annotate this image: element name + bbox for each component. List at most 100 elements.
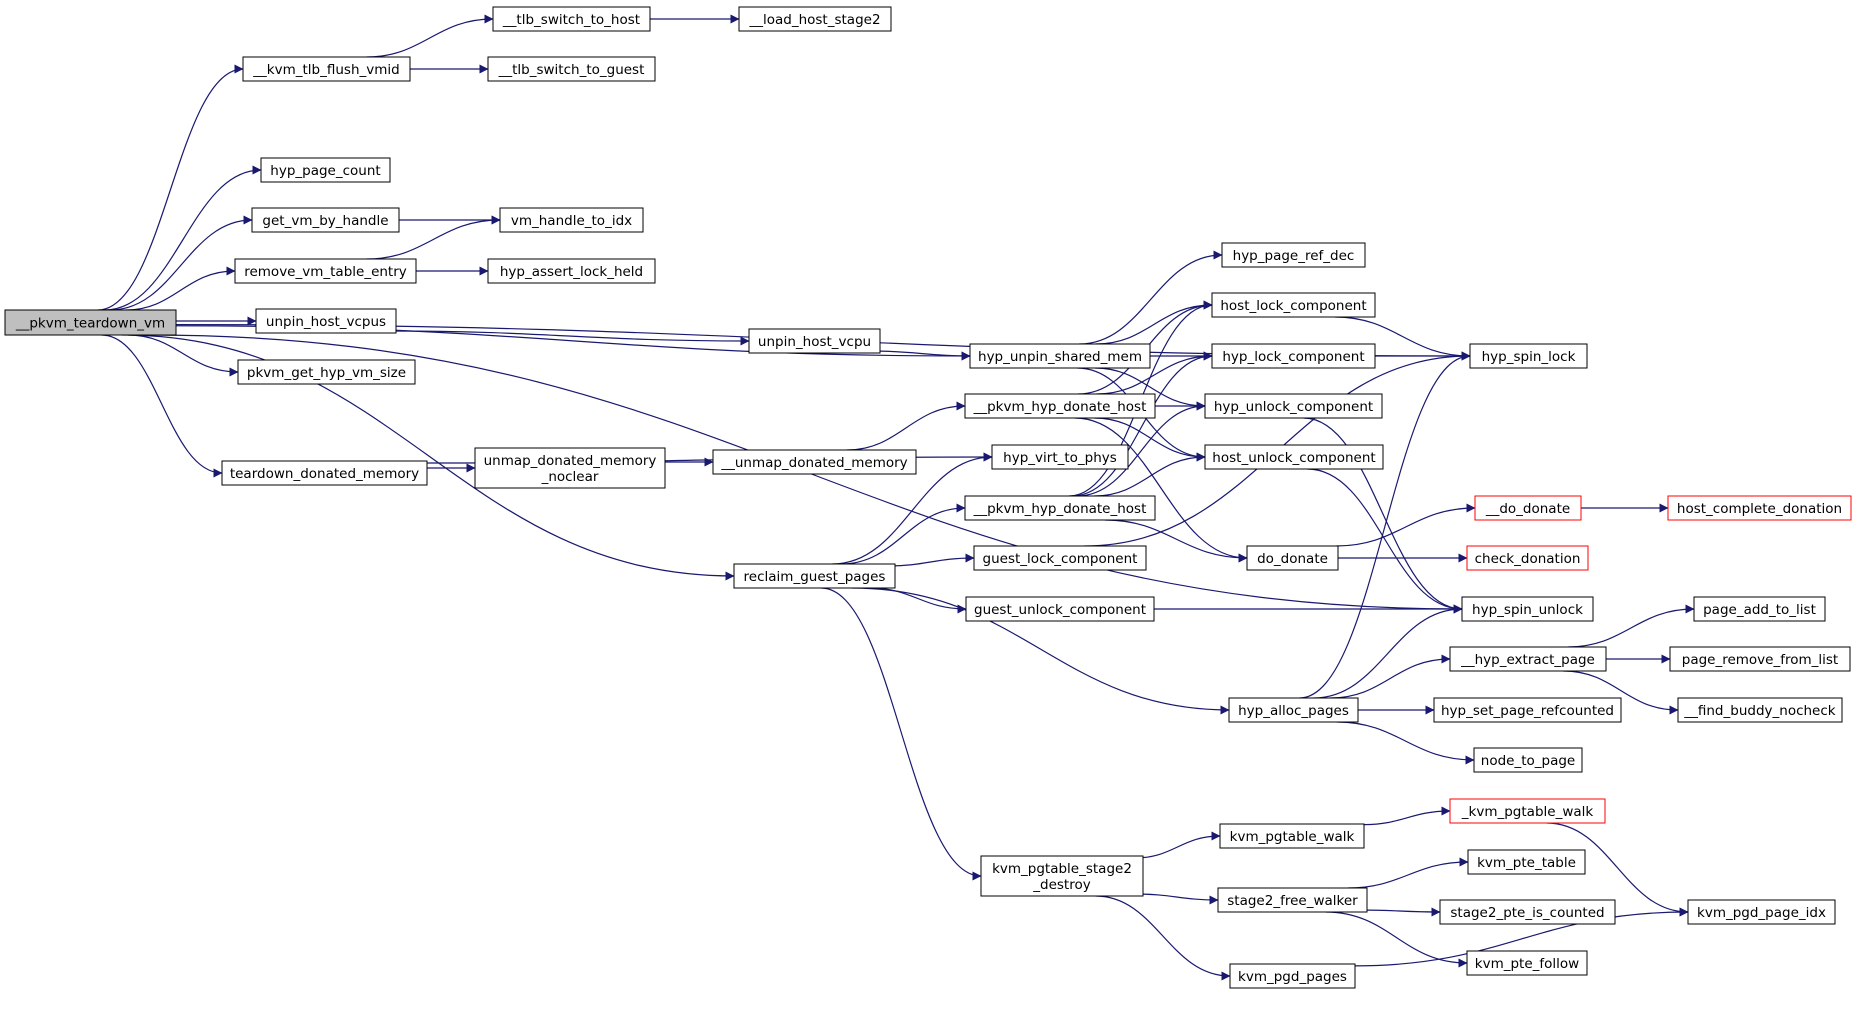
node-box: [1669, 646, 1851, 672]
node-node-to-page[interactable]: node_to_page: [1473, 747, 1583, 773]
call-edge-root-to-reclaim_guest_pages: [122, 334, 735, 581]
node-kvm-pte-follow[interactable]: kvm_pte_follow: [1466, 950, 1588, 976]
node-hyp-unpin-shared-mem[interactable]: hyp_unpin_shared_mem: [969, 343, 1151, 369]
call-edge-hyp_extract_page-to-find_buddy_nocheck: [1563, 670, 1679, 715]
node-box: [260, 157, 391, 183]
node-hyp-page-count[interactable]: hyp_page_count: [260, 157, 391, 183]
node-box: [1221, 242, 1366, 268]
node-box: [1466, 950, 1588, 976]
node-page-remove-from-list[interactable]: page_remove_from_list: [1669, 646, 1851, 672]
node-check-donation[interactable]: check_donation: [1466, 545, 1589, 571]
node-tlb-switch-to-host[interactable]: __tlb_switch_to_host: [492, 6, 651, 32]
node-host-lock-component[interactable]: host_lock_component: [1211, 292, 1376, 318]
node-teardown-donated-memory[interactable]: teardown_donated_memory: [221, 460, 428, 486]
node-pkvm-get-hyp-vm-size[interactable]: pkvm_get_hyp_vm_size: [237, 359, 416, 385]
node-box: [973, 545, 1147, 571]
node-label: __tlb_switch_to_host: [502, 12, 640, 28]
node-remove-vm-table-entry[interactable]: remove_vm_table_entry: [234, 258, 417, 284]
node-get-vm-by-handle[interactable]: get_vm_by_handle: [251, 207, 400, 233]
node--kvm-pgtable-walk[interactable]: _kvm_pgtable_walk: [1449, 798, 1606, 824]
node-hyp-spin-unlock[interactable]: hyp_spin_unlock: [1461, 596, 1594, 622]
node-label: page_remove_from_list: [1682, 652, 1838, 668]
call-edge-hyp_unlock_component-to-hyp_spin_unlock: [1303, 417, 1463, 614]
node-hyp-spin-lock[interactable]: hyp_spin_lock: [1469, 343, 1588, 369]
node-guest-lock-component[interactable]: guest_lock_component: [973, 545, 1147, 571]
node-hyp-unlock-component[interactable]: hyp_unlock_component: [1204, 393, 1383, 419]
node-label: page_add_to_list: [1703, 602, 1816, 618]
node-host-unlock-component[interactable]: host_unlock_component: [1204, 444, 1384, 470]
node-hyp-set-page-refcounted[interactable]: hyp_set_page_refcounted: [1433, 697, 1622, 723]
node-tlb-switch-to-guest[interactable]: __tlb_switch_to_guest: [487, 56, 656, 82]
node-kvm-pgd-page-idx[interactable]: kvm_pgd_page_idx: [1687, 899, 1836, 925]
node-hyp-page-ref-dec[interactable]: hyp_page_ref_dec: [1221, 242, 1366, 268]
node-hyp-lock-component[interactable]: hyp_lock_component: [1211, 343, 1376, 369]
node-box: [487, 258, 656, 284]
call-edge-hyp_alloc_pages-to-node_to_page: [1336, 721, 1475, 765]
node-unmap-donated-memory[interactable]: __unmap_donated_memory: [712, 449, 917, 475]
node-stage2-pte-is-counted[interactable]: stage2_pte_is_counted: [1439, 899, 1616, 925]
node-label: stage2_pte_is_counted: [1450, 905, 1604, 921]
node-label: vm_handle_to_idx: [511, 213, 632, 229]
node-guest-unlock-component[interactable]: guest_unlock_component: [965, 596, 1155, 622]
node-page-add-to-list[interactable]: page_add_to_list: [1693, 596, 1826, 622]
node-label: __pkvm_hyp_donate_host: [973, 399, 1147, 415]
call-edge-root-to-pkvm_get_hyp_vm_size: [127, 334, 239, 377]
node-kvm-tlb-flush-vmid[interactable]: __kvm_tlb_flush_vmid: [242, 56, 411, 82]
node-box: [1677, 697, 1843, 723]
node-hyp-virt-to-phys[interactable]: hyp_virt_to_phys: [991, 444, 1129, 470]
node-box: [251, 207, 400, 233]
node-label: hyp_virt_to_phys: [1003, 450, 1117, 466]
call-edge-unpin_host_vcpu-to-hyp_unpin_shared_mem: [871, 350, 971, 361]
node-label: __do_donate: [1485, 501, 1570, 517]
node---do-donate[interactable]: __do_donate: [1474, 495, 1582, 521]
node-label: hyp_page_count: [270, 163, 380, 179]
node-label: hyp_unpin_shared_mem: [978, 349, 1142, 365]
node-stage2-free-walker[interactable]: stage2_free_walker: [1217, 887, 1368, 913]
node-label: unpin_host_vcpu: [758, 334, 871, 350]
node-box: [1219, 823, 1365, 849]
node-load-host-stage2[interactable]: __load_host_stage2: [738, 6, 892, 32]
node-kvm-pgd-pages[interactable]: kvm_pgd_pages: [1229, 963, 1356, 989]
node-label: hyp_lock_component: [1222, 349, 1364, 365]
call-edge-root-to-get_vm_by_handle: [110, 215, 253, 311]
node-label: guest_lock_component: [983, 551, 1138, 567]
node-kvm-pgtable-walk[interactable]: kvm_pgtable_walk: [1219, 823, 1365, 849]
call-edge-do_donate-to-__do_donate: [1336, 503, 1476, 547]
node-label: hyp_alloc_pages: [1238, 703, 1349, 719]
node-unpin-host-vcpus[interactable]: unpin_host_vcpus: [255, 308, 397, 334]
node-box: [1461, 596, 1594, 622]
node-vm-handle-to-idx[interactable]: vm_handle_to_idx: [499, 207, 644, 233]
node-box: [474, 447, 666, 489]
node-box: [965, 596, 1155, 622]
node-kvm-pgtable-stage2-destroy[interactable]: kvm_pgtable_stage2_destroy: [980, 855, 1144, 897]
node-label: hyp_set_page_refcounted: [1441, 703, 1614, 719]
node-hyp-extract-page[interactable]: __hyp_extract_page: [1449, 646, 1607, 672]
node-hyp-alloc-pages[interactable]: hyp_alloc_pages: [1228, 697, 1359, 723]
node-pkvm-hyp-donate-host-2[interactable]: __pkvm_hyp_donate_host: [964, 495, 1156, 521]
node-box: [1473, 747, 1583, 773]
node-box: [1466, 545, 1589, 571]
node-host-complete-donation[interactable]: host_complete_donation: [1667, 495, 1852, 521]
node-find-buddy-nocheck[interactable]: __find_buddy_nocheck: [1677, 697, 1843, 723]
node-root[interactable]: __pkvm_teardown_vm: [4, 309, 177, 336]
node-unpin-host-vcpu[interactable]: unpin_host_vcpu: [748, 328, 881, 354]
node-pkvm-hyp-donate-host-1[interactable]: __pkvm_hyp_donate_host: [964, 393, 1156, 419]
node-label: reclaim_guest_pages: [744, 569, 886, 585]
node-label: __pkvm_hyp_donate_host: [973, 501, 1147, 517]
node-box: [1667, 495, 1852, 521]
call-edge-reclaim_guest_pages-to-hyp_alloc_pages: [851, 587, 1230, 715]
node-reclaim-guest-pages[interactable]: reclaim_guest_pages: [733, 563, 896, 589]
node-unmap-donated-memory-noclear[interactable]: unmap_donated_memory_noclear: [474, 447, 666, 489]
node-do-donate[interactable]: do_donate: [1246, 545, 1339, 571]
node-box: [221, 460, 428, 486]
node-label: remove_vm_table_entry: [244, 264, 407, 280]
call-edge-kvm_pgd_pages-to-kvm_pgd_page_idx: [1354, 907, 1689, 967]
node-label: __hyp_extract_page: [1460, 652, 1595, 668]
call-edge-kvm_pgtable_stage2_destroy-to-kvm_pgd_pages: [1095, 895, 1231, 981]
node-label: hyp_spin_unlock: [1472, 602, 1583, 618]
node-kvm-pte-table[interactable]: kvm_pte_table: [1467, 849, 1586, 875]
node-hyp-assert-lock-held[interactable]: hyp_assert_lock_held: [487, 258, 656, 284]
call-edge-stage2_free_walker-to-stage2_pte_is_counted: [1358, 907, 1441, 917]
node-box: [1467, 849, 1586, 875]
node-box: [1246, 545, 1339, 571]
